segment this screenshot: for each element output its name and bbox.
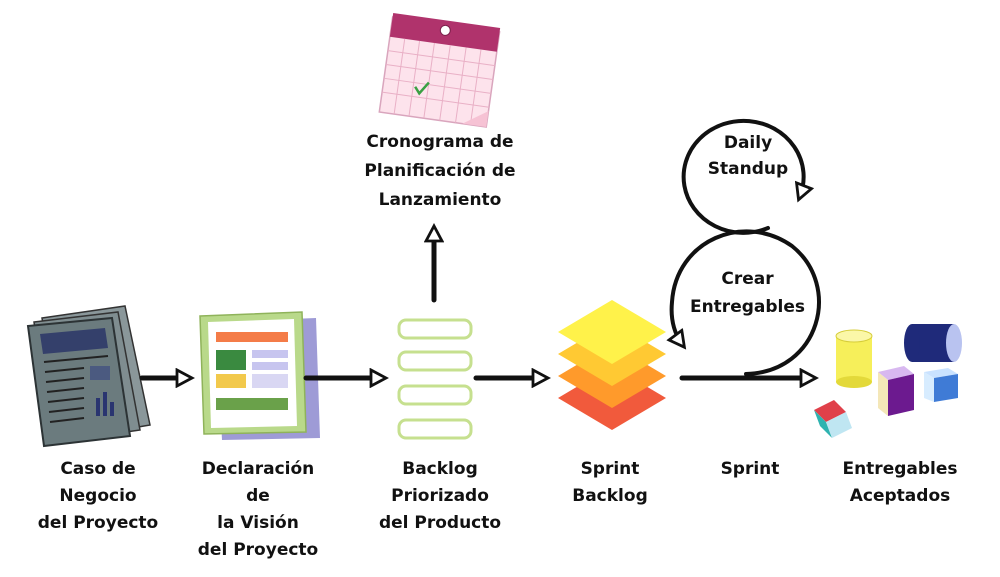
sprint-cycle-loop [672, 229, 821, 376]
vision-document-icon [199, 311, 320, 440]
flow-arrows [139, 118, 821, 378]
label-daily-standup: Daily Standup [707, 133, 789, 179]
deliverables-shapes-icon [814, 324, 962, 438]
sprint-backlog-layers-icon [558, 300, 666, 430]
label-sprint: Sprint [720, 459, 780, 479]
label-vision: Declaración de la Visión del Proyecto [197, 459, 319, 560]
label-accepted-deliverables: Entregables Aceptados [842, 459, 958, 506]
newspaper-icon [26, 305, 151, 448]
label-release-schedule: Cronograma de Planificación de Lanzamien… [364, 132, 516, 210]
label-sprint-backlog: Sprint Backlog [572, 459, 648, 506]
backlog-list-icon [397, 318, 473, 440]
label-business-case: Caso de Negocio del Proyecto [37, 459, 159, 533]
label-backlog: Backlog Priorizado del Producto [378, 459, 502, 533]
label-create-deliverables: Crear Entregables [689, 269, 806, 317]
calendar-icon [378, 12, 501, 128]
daily-standup-loop [681, 118, 804, 235]
